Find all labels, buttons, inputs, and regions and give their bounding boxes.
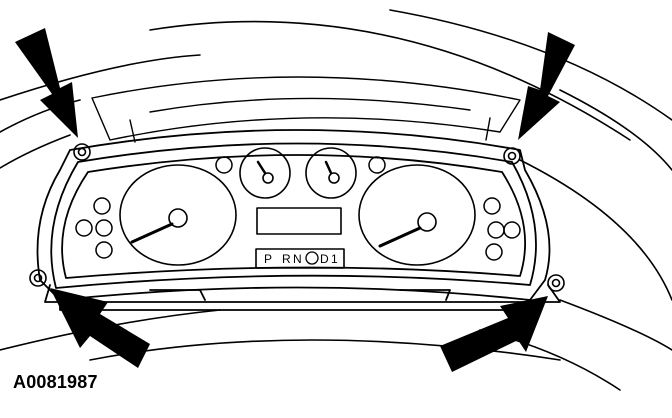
gear-n: N xyxy=(293,252,302,266)
indicator-lamps xyxy=(75,156,521,261)
gear-indicator: P R N D 1 xyxy=(255,248,345,269)
small-gauge-left xyxy=(239,147,291,199)
fasteners xyxy=(29,143,565,292)
cluster-housing xyxy=(36,129,561,311)
gear-r: R xyxy=(282,252,291,266)
left-gauge-hub xyxy=(168,208,188,228)
arrow-icon xyxy=(518,32,575,140)
callout-arrows xyxy=(15,28,575,372)
figure-code: A0081987 xyxy=(13,372,98,392)
right-gauge xyxy=(358,164,476,266)
gear-d: D xyxy=(320,252,329,266)
bottom-right-fastener xyxy=(547,274,565,292)
gear-pointer-icon xyxy=(305,251,319,265)
arrow-icon xyxy=(440,296,548,372)
small-gauge-right xyxy=(305,147,357,199)
odometer-display xyxy=(256,207,342,235)
left-gauge xyxy=(119,164,237,266)
right-gauge-hub xyxy=(417,212,437,232)
arrow-icon xyxy=(50,288,150,368)
arrow-icon xyxy=(15,28,78,138)
top-right-fastener xyxy=(503,147,521,165)
dash-panel-hood xyxy=(91,76,521,143)
top-left-fastener xyxy=(73,143,91,161)
bottom-left-fastener xyxy=(29,269,47,287)
gear-p: P xyxy=(264,252,272,266)
gear-1: 1 xyxy=(331,252,338,266)
